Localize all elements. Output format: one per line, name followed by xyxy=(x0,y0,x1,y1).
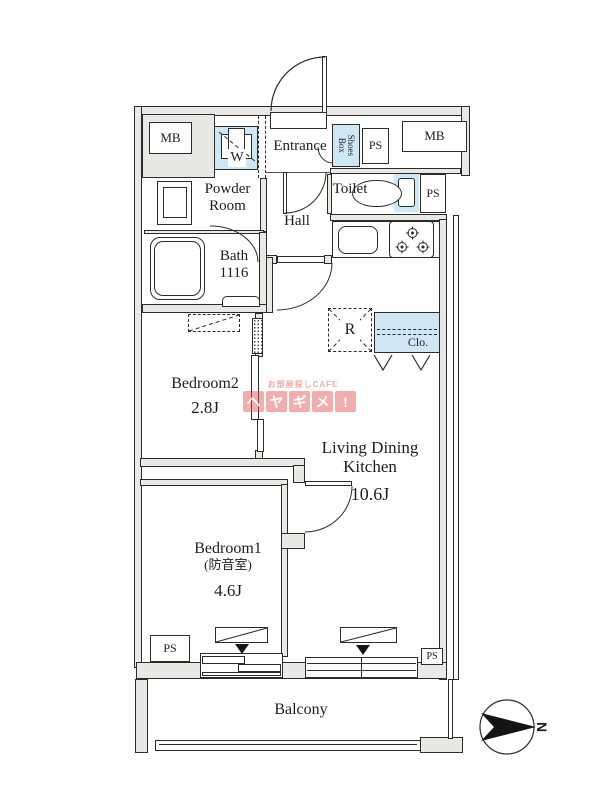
mb-left-label: MB xyxy=(160,129,181,145)
bath-counter xyxy=(222,296,260,307)
wall-hall-ldk-west xyxy=(266,257,273,313)
wall-bedroom1-ldk xyxy=(281,484,288,657)
wall-balcony-left xyxy=(135,679,148,753)
ldk-label: Living Dining Kitchen 10.6J xyxy=(321,437,419,504)
wall-bedroom1-top xyxy=(140,479,288,486)
watermark-tile: ギ xyxy=(289,391,310,412)
mb-box-left: MB xyxy=(149,122,192,154)
compass-north-label: N xyxy=(534,721,551,733)
bedroom1-label: Bedroom1 (防音室) 4.6J xyxy=(194,539,262,600)
ldk-window-tick xyxy=(361,657,362,678)
bedroom1-window-sill xyxy=(202,672,281,676)
watermark-tiles: ヘ ヤ ギ メ ! xyxy=(243,391,363,412)
bedroom1-window-triangle xyxy=(235,644,249,654)
compass-icon xyxy=(479,699,536,755)
wall-stub-door-bottom xyxy=(281,533,305,549)
ldk-window-marker-diagonal xyxy=(340,627,397,643)
bathtub-inner xyxy=(154,241,201,296)
ps-box-bottom-left: PS xyxy=(150,635,190,662)
watermark-tile: ヘ xyxy=(243,391,264,412)
washer-side-strip xyxy=(258,116,266,178)
ldk-window-triangle xyxy=(356,645,370,655)
balcony-rail-inner xyxy=(159,744,417,747)
mb-box-right: MB xyxy=(402,121,467,152)
bedroom2-overhead-shelf xyxy=(188,314,240,332)
toilet-label: Toilet xyxy=(332,181,368,198)
entrance-step-line xyxy=(265,172,330,173)
washer-label: W xyxy=(228,149,246,167)
closet-label: Clo. xyxy=(407,335,429,350)
stove-burners-icon xyxy=(395,226,430,254)
wall-toilet-left xyxy=(327,174,332,214)
wall-kitchen-top xyxy=(330,214,447,221)
watermark-tagline: お部屋探しCAFE xyxy=(267,380,339,389)
outer-line-right xyxy=(453,215,459,680)
watermark-tile: ! xyxy=(335,391,356,412)
bedroom2-sliding-leaf-2 xyxy=(257,419,264,452)
ldk-door-leaf xyxy=(277,256,325,263)
balcony-label: Balcony xyxy=(274,700,328,718)
ps-box-bottom-right: PS xyxy=(421,648,443,665)
ps-bottom-right-label: PS xyxy=(426,650,438,662)
ps-box-top: PS xyxy=(362,128,389,164)
wall-bedroom2-bottom xyxy=(140,458,305,467)
bedroom1-window-marker-diagonal xyxy=(215,627,268,643)
mb-right-label: MB xyxy=(424,128,445,144)
watermark-tile: ヤ xyxy=(266,391,287,412)
hall-label: Hall xyxy=(284,213,310,230)
bedroom1-window-pane-2 xyxy=(238,664,281,672)
entrance-label: Entrance xyxy=(273,138,327,155)
powder-sink-inner xyxy=(163,187,187,218)
bedroom2-sliding-leaf-1 xyxy=(251,355,259,420)
entrance-step xyxy=(270,112,327,129)
bedroom1-window-pane-1 xyxy=(202,656,245,664)
toilet-bowl xyxy=(352,180,402,207)
bedroom2-label: Bedroom2 2.8J xyxy=(171,374,239,417)
closet xyxy=(374,312,440,353)
wall-stub-door-top xyxy=(293,465,305,483)
ps-box-toilet: PS xyxy=(420,174,446,213)
stove xyxy=(389,221,434,258)
kitchen-sink xyxy=(338,226,378,254)
wall-toilet-top xyxy=(330,168,461,174)
bedroom1-door-leaf xyxy=(305,481,352,486)
wall-bath-bottom xyxy=(142,304,267,313)
closet-hanger-pipe xyxy=(377,329,437,335)
watermark-tile: メ xyxy=(312,391,333,412)
ps-top-label: PS xyxy=(368,138,383,153)
wall-right-main xyxy=(439,219,447,680)
watermark-logo: お部屋探しCAFE ヘ ヤ ギ メ ! xyxy=(243,379,363,412)
soundproof-hatch-strip xyxy=(252,318,263,354)
ps-toilet-label: PS xyxy=(426,185,440,200)
balcony-right-line xyxy=(448,679,453,739)
fridge-label: R xyxy=(340,319,360,341)
ps-bottom-left-label: PS xyxy=(163,640,177,655)
balcony-rail xyxy=(155,740,421,751)
